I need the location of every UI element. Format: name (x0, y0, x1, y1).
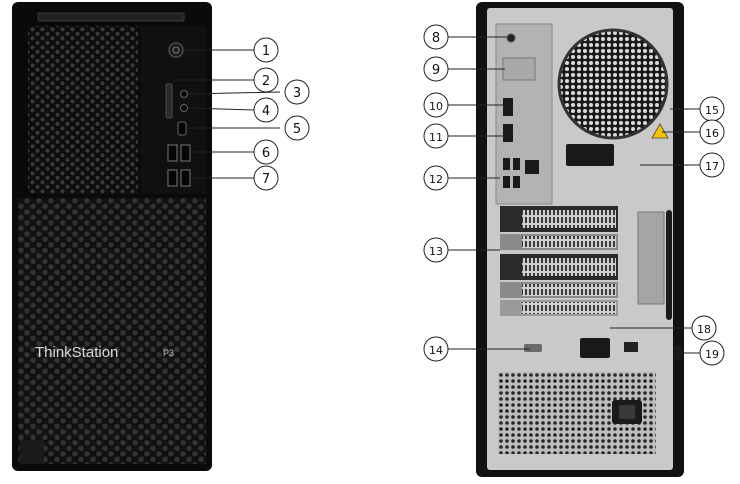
callout-number: 9 (432, 63, 440, 78)
usb-a-port[interactable] (167, 169, 178, 187)
serial-connector[interactable] (524, 344, 542, 352)
callout-number: 1 (262, 44, 270, 59)
callout-badge-17: 17 (699, 152, 725, 178)
usb-a-port[interactable] (180, 144, 191, 162)
front-foot (20, 440, 44, 464)
callout-number: 13 (429, 245, 443, 258)
callout-number: 11 (429, 131, 443, 144)
callout-number: 19 (705, 348, 719, 361)
callout-badge-2: 2 (253, 67, 279, 93)
callout-number: 2 (262, 74, 270, 89)
callout-number: 7 (262, 172, 270, 187)
card-reader-slot[interactable] (165, 83, 173, 119)
usb-port[interactable] (513, 176, 520, 188)
side-expansion-bracket (637, 211, 665, 305)
headset-jack[interactable] (180, 90, 188, 98)
usb-port[interactable] (513, 158, 520, 170)
optional-port-slot (502, 57, 536, 81)
callout-badge-13: 13 (423, 237, 449, 263)
cover-release-latch[interactable] (566, 144, 614, 166)
callout-badge-9: 9 (423, 56, 449, 82)
callout-badge-3: 3 (284, 79, 310, 105)
front-lower-vent (18, 198, 206, 464)
callout-number: 8 (432, 31, 440, 46)
callout-badge-1: 1 (253, 37, 279, 63)
fan-vent (557, 28, 669, 140)
callout-number: 14 (429, 344, 443, 357)
callout-number: 12 (429, 173, 443, 186)
front-upper-vent (28, 26, 138, 194)
model-badge: P3 (163, 348, 174, 358)
front-view: ThinkStation P3 (12, 2, 212, 471)
callout-number: 16 (705, 127, 719, 140)
displayport[interactable] (503, 124, 513, 142)
callout-badge-8: 8 (423, 24, 449, 50)
brand-logo: ThinkStation (35, 344, 118, 361)
ethernet-port[interactable] (525, 160, 539, 174)
power-connector-panel[interactable] (580, 338, 610, 358)
pci-express-slots (500, 206, 618, 316)
callout-badge-19: 19 (699, 340, 725, 366)
callout-badge-16: 16 (699, 119, 725, 145)
callout-leaders (172, 36, 700, 354)
callout-badge-6: 6 (253, 139, 279, 165)
callout-badges: 1 2 3 4 5 6 7 8 (253, 24, 725, 366)
callout-badge-18: 18 (691, 315, 717, 341)
callout-badge-14: 14 (423, 336, 449, 362)
callout-badge-15: 15 (699, 96, 725, 122)
callout-badge-11: 11 (423, 123, 449, 149)
usb-port[interactable] (503, 158, 510, 170)
side-handle (666, 210, 672, 320)
power-connector-small[interactable] (624, 342, 638, 352)
callout-number: 3 (293, 86, 301, 101)
callout-number: 15 (705, 104, 719, 117)
usb-c-port[interactable] (177, 121, 187, 136)
callout-number: 17 (705, 160, 719, 173)
usb-port[interactable] (503, 176, 510, 188)
ac-inlet-socket (619, 405, 635, 419)
callout-number: 5 (293, 122, 301, 137)
usb-a-port[interactable] (167, 144, 178, 162)
callout-badge-12: 12 (423, 165, 449, 191)
rear-view (476, 2, 684, 477)
warning-label (651, 123, 669, 139)
hdmi-port[interactable] (503, 98, 513, 116)
audio-line-out[interactable] (506, 33, 516, 43)
callout-badge-10: 10 (423, 92, 449, 118)
callout-badge-4: 4 (253, 97, 279, 123)
power-icon (172, 46, 180, 54)
power-button[interactable] (168, 42, 184, 58)
optical-drive-bay (37, 12, 185, 22)
callout-badge-7: 7 (253, 165, 279, 191)
callout-number: 10 (429, 100, 443, 113)
microphone-jack[interactable] (180, 104, 188, 112)
callout-badge-5: 5 (284, 115, 310, 141)
callout-number: 18 (697, 323, 711, 336)
usb-a-port[interactable] (180, 169, 191, 187)
security-lock-slot[interactable] (674, 346, 682, 360)
callout-number: 6 (262, 146, 270, 161)
callout-number: 4 (262, 104, 270, 119)
